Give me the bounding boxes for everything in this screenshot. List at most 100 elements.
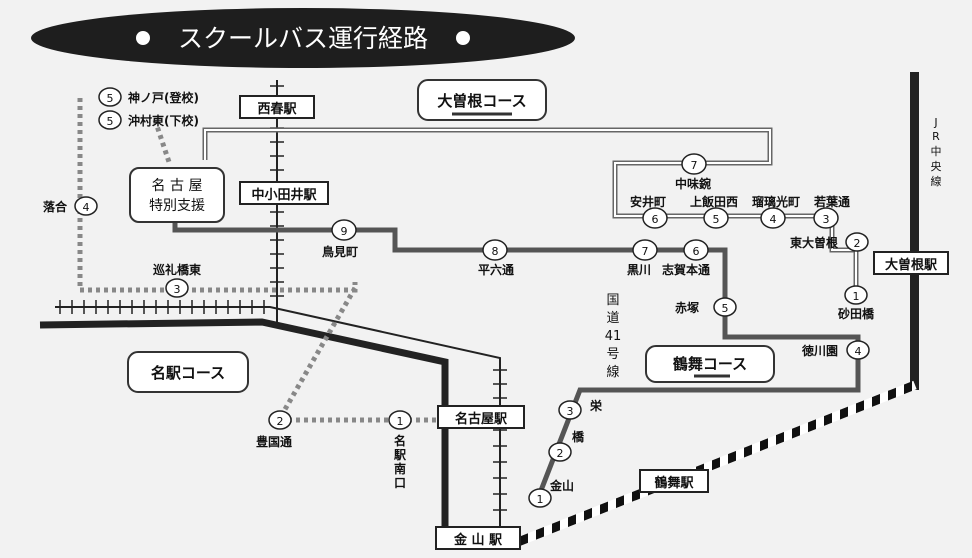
ozone-course-label: 大曽根コース	[437, 92, 526, 110]
jr-chuo-line-label: J	[933, 116, 937, 129]
course-labels: 大曽根コース 鶴舞コース 名駅コース	[127, 79, 775, 393]
stop-label: 巡礼橋東	[153, 262, 201, 277]
stop-label: 中味鋺	[675, 176, 711, 191]
stop-number: 3	[823, 213, 830, 226]
station-nakaotai: 中小田井駅	[251, 187, 317, 203]
stop-label: 橋	[572, 429, 585, 444]
stop-label: 東大曽根	[790, 235, 838, 250]
stop-number: 2	[557, 447, 564, 460]
jr-chuo-line-label: R	[932, 130, 940, 143]
stop-kanayama: 1 金山	[528, 478, 574, 508]
stop-number: 5	[107, 115, 114, 128]
stop-label: 赤塚	[675, 300, 699, 315]
stop-label: 平六通	[478, 262, 514, 277]
main-route	[172, 222, 861, 494]
stop-label: 上飯田西	[690, 194, 738, 209]
stop-sakae: 3 栄	[558, 398, 603, 420]
route41-label: 41	[605, 329, 622, 344]
stop-hashi: 2 橋	[548, 429, 585, 462]
stop-label: 志賀本通	[662, 262, 710, 277]
station-labels: 西春駅 中小田井駅 大曽根駅 名古屋駅 金 山 駅 鶴舞駅	[239, 95, 949, 550]
title-banner: スクールバス運行経路	[31, 8, 575, 68]
stop-nakajikimi: 7 中味鋺	[675, 153, 711, 191]
line-names: J R 中 央 線 国 道 41 号 線	[605, 116, 942, 380]
stop-label: 金山	[549, 478, 574, 493]
stop-number: 6	[693, 245, 700, 258]
tsurumai-course-label: 鶴舞コース	[673, 355, 747, 373]
stop-junreibashihigashi: 3 巡礼橋東	[153, 262, 201, 298]
stop-number: 4	[83, 201, 90, 214]
stop-label: 沖村東(下校)	[128, 113, 199, 128]
jr-chuo-line-label: 線	[931, 174, 942, 188]
bus-stops: 5 神ノ戸(登校) 5 沖村東(下校) 4 落合 3 巡礼橋東 2 豊国通 1 …	[43, 87, 875, 508]
stop-label: 名	[394, 433, 406, 448]
stop-label: 口	[394, 476, 406, 490]
stop-number: 8	[492, 245, 499, 258]
stop-torimicho: 9 鳥見町	[322, 219, 358, 259]
route41-label: 国	[606, 293, 619, 308]
stop-number: 9	[341, 225, 348, 238]
station-kanayama: 金 山 駅	[453, 532, 503, 548]
stop-toyokunidori: 2 豊国通	[256, 410, 292, 449]
stop-number: 5	[722, 302, 729, 315]
stop-number: 1	[397, 415, 404, 428]
stop-number: 4	[855, 345, 862, 358]
school-name-line1: 名 古 屋	[152, 178, 203, 194]
stop-sunadabashi: 1 砂田橋	[837, 285, 875, 321]
stop-akatsuka: 5 赤塚	[675, 297, 737, 317]
route41-label: 道	[606, 311, 619, 326]
bullet-icon	[456, 31, 470, 45]
stop-tokugawaen: 4 徳川園	[801, 340, 870, 360]
station-nagoya: 名古屋駅	[455, 411, 508, 427]
route41-label: 線	[606, 364, 619, 380]
stop-label: 徳川園	[801, 343, 838, 358]
stop-number: 7	[691, 159, 698, 172]
stop-label: 落合	[43, 199, 68, 214]
page-title: スクールバス運行経路	[178, 24, 428, 53]
stop-shigahondori: 6 志賀本通	[662, 239, 710, 277]
jr-chuo-line-label: 央	[931, 160, 942, 173]
stop-label: 豊国通	[256, 434, 292, 449]
stop-label: 栄	[589, 398, 603, 413]
stop-label: 南	[394, 461, 406, 476]
stop-label: 黒川	[627, 263, 651, 277]
stop-number: 5	[107, 92, 114, 105]
stop-wakabadori: 3 若葉通	[813, 194, 850, 229]
stop-label: 瑠璃光町	[752, 194, 800, 209]
stop-number: 2	[854, 237, 861, 250]
station-nishiharu: 西春駅	[257, 101, 297, 117]
stop-number: 1	[537, 493, 544, 506]
stop-jinnokodo: 5 神ノ戸(登校)	[98, 87, 199, 107]
stop-number: 2	[277, 415, 284, 428]
ozone-course-route	[202, 127, 859, 295]
station-ozone: 大曽根駅	[885, 257, 938, 273]
stop-kurokawa: 7 黒川	[627, 239, 658, 277]
stop-label: 若葉通	[813, 194, 850, 209]
route41-label: 号	[606, 347, 619, 362]
stop-higashiozone: 2 東大曽根	[790, 232, 869, 252]
stop-number: 5	[713, 213, 720, 226]
stop-label: 神ノ戸(登校)	[128, 90, 199, 105]
stop-ochiai: 4 落合	[43, 196, 98, 216]
stop-label: 安井町	[630, 194, 666, 209]
stop-label: 駅	[393, 448, 407, 462]
jr-chuo-line-label: 中	[931, 145, 942, 158]
stop-number: 3	[174, 283, 181, 296]
stop-number: 7	[642, 245, 649, 258]
stop-number: 1	[853, 290, 860, 303]
stop-heirokudori: 8 平六通	[478, 239, 514, 277]
stop-number: 3	[567, 405, 574, 418]
stop-number: 6	[652, 213, 659, 226]
school-name-line2: 特別支援	[149, 198, 205, 214]
meieki-course-label: 名駅コース	[151, 364, 225, 382]
railways	[39, 72, 919, 547]
stop-number: 4	[770, 213, 777, 226]
stop-yasuicho: 6 安井町	[630, 194, 668, 229]
stop-label: 鳥見町	[322, 244, 358, 259]
stop-okimurahigashi: 5 沖村東(下校)	[98, 110, 199, 130]
school-box: 名 古 屋 特別支援	[129, 167, 225, 223]
bullet-icon	[136, 31, 150, 45]
stop-label: 砂田橋	[837, 306, 875, 321]
station-tsurumai: 鶴舞駅	[654, 475, 694, 491]
